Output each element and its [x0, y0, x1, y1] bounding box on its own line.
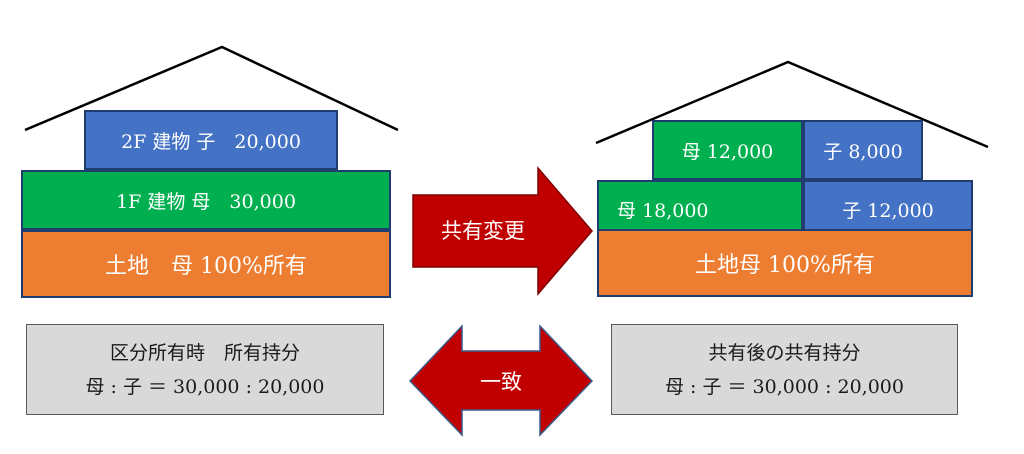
change-arrow-label: 共有変更 — [441, 219, 525, 243]
left-floor1-mother: 1F 建物 母 30,000 — [21, 170, 391, 230]
right-caption-box: 共有後の共有持分 母 : 子 ＝ 30,000 : 20,000 — [611, 324, 958, 415]
left-roof — [24, 45, 399, 132]
match-double-arrow — [408, 324, 594, 437]
left-land: 土地 母 100%所有 — [21, 230, 391, 298]
left-caption-ratio: 母 : 子 ＝ 30,000 : 20,000 — [85, 375, 325, 398]
right-roof — [595, 60, 989, 149]
right-land: 土地母 100%所有 — [597, 229, 973, 297]
change-arrow — [412, 165, 593, 297]
right-caption-title: 共有後の共有持分 — [708, 341, 861, 364]
left-floor2-child: 2F 建物 子 20,000 — [84, 110, 338, 170]
right-floor2-child: 子 8,000 — [803, 120, 923, 180]
right-floor2-mother: 母 12,000 — [652, 120, 803, 180]
left-caption-title: 区分所有時 所有持分 — [109, 341, 300, 364]
right-caption-ratio: 母 : 子 ＝ 30,000 : 20,000 — [664, 375, 904, 398]
right-floor1-child: 子 12,000 — [803, 180, 973, 238]
match-arrow-label: 一致 — [480, 370, 522, 394]
left-caption-box: 区分所有時 所有持分 母 : 子 ＝ 30,000 : 20,000 — [26, 324, 384, 415]
